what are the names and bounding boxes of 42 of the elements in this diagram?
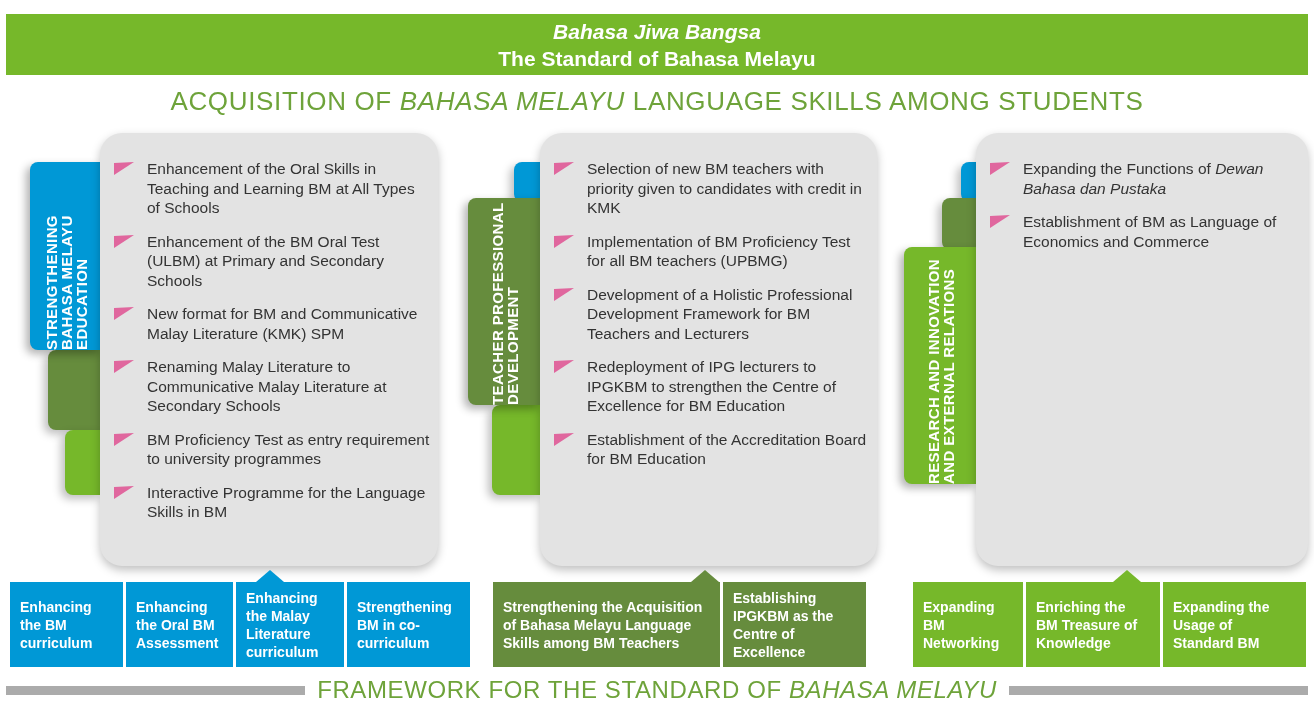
category-tab xyxy=(468,198,542,405)
bullet-text: Implementation of BM Proficiency Test for all BM teachers (UPBMG) xyxy=(587,231,852,271)
banner-heading: The Standard of Bahasa Melayu xyxy=(498,45,816,72)
footer-heading: FRAMEWORK FOR THE STANDARD OF BAHASA MELAYU xyxy=(317,676,997,704)
bullet-text: Enhancement of the BM Oral Test (ULBM) at Primary and Secondary Schools xyxy=(147,231,385,290)
pillar-label: Enhancing the Oral BM Assessment xyxy=(136,597,220,652)
pillar-label: Expanding the Usage of Standard BM xyxy=(1173,597,1271,652)
bullet-text: Redeployment of IPG lecturers to IPGKBM to strengthen the Centre of Excellence for BM Education xyxy=(587,357,837,416)
pillar-label: Expanding BM Networking xyxy=(923,597,1001,652)
bullet-text: Establishment of the Accreditation Board for BM Education xyxy=(587,429,868,469)
pillar-box xyxy=(347,582,470,667)
category-tab xyxy=(30,162,102,350)
banner-subtitle: Bahasa Jiwa Bangsa xyxy=(553,18,761,45)
bullet-text: Development of a Holistic Professional Development Framework for BM Teachers and Lecturers xyxy=(587,284,854,343)
bullet-text: Establishment of BM as Language of Economics and Commerce xyxy=(1023,212,1278,251)
title-banner xyxy=(6,14,1308,75)
bullet-text: Renaming Malay Literature to Communicative Malay Literature at Secondary Schools xyxy=(147,357,388,416)
pillar-box xyxy=(126,582,233,667)
pillar-label: Establishing IPGKBM as the Centre of Excellence xyxy=(733,588,835,661)
initiative-card xyxy=(540,133,877,566)
main-heading: ACQUISITION OF BAHASA MELAYU LANGUAGE SKILLS AMONG STUDENTS xyxy=(170,85,1144,118)
bullet-text: Expanding the Functions of Dewan Bahasa dan Pustaka xyxy=(1023,159,1265,198)
bullet-text: Interactive Programme for the Language Skills in BM xyxy=(147,482,427,522)
pillar-label: Enhancing the BM curriculum xyxy=(20,597,94,652)
tab-label: TEACHER PROFESSIONAL DEVELOPMENT xyxy=(490,201,520,405)
bullet-text: Selection of new BM teachers with priority given to candidates with credit in KMK xyxy=(587,159,863,218)
pillar-box xyxy=(913,582,1023,667)
initiative-card xyxy=(100,133,438,566)
initiative-card xyxy=(976,133,1308,566)
pillar-box xyxy=(10,582,123,667)
pillar-label: Strengthening the Acquisition of Bahasa Melayu Language Skills among BM Teachers xyxy=(503,597,704,652)
bullet-text: BM Proficiency Test as entry requirement to university programmes xyxy=(147,429,430,469)
pillar-label: Strengthening BM in co-curriculum xyxy=(357,597,453,652)
category-tab xyxy=(904,247,978,484)
pillar-box xyxy=(1163,582,1306,667)
bullet-text: New format for BM and Communicative Malay Literature (KMK) SPM xyxy=(147,304,419,343)
tab-label: RESEARCH AND INNOVATION AND EXTERNAL RELATIONS xyxy=(926,257,956,484)
bullet-text: Enhancement of the Oral Skills in Teaching and Learning BM at All Types of Schools xyxy=(147,159,416,218)
pillar-label: Enriching the BM Treasure of Knowledge xyxy=(1036,597,1139,652)
tab-label: STRENGTHENING BAHASA MELAYU EDUCATION xyxy=(43,214,89,350)
pillar-box xyxy=(723,582,866,667)
pillar-label: Enhancing the Malay Literature curriculum xyxy=(246,588,320,661)
